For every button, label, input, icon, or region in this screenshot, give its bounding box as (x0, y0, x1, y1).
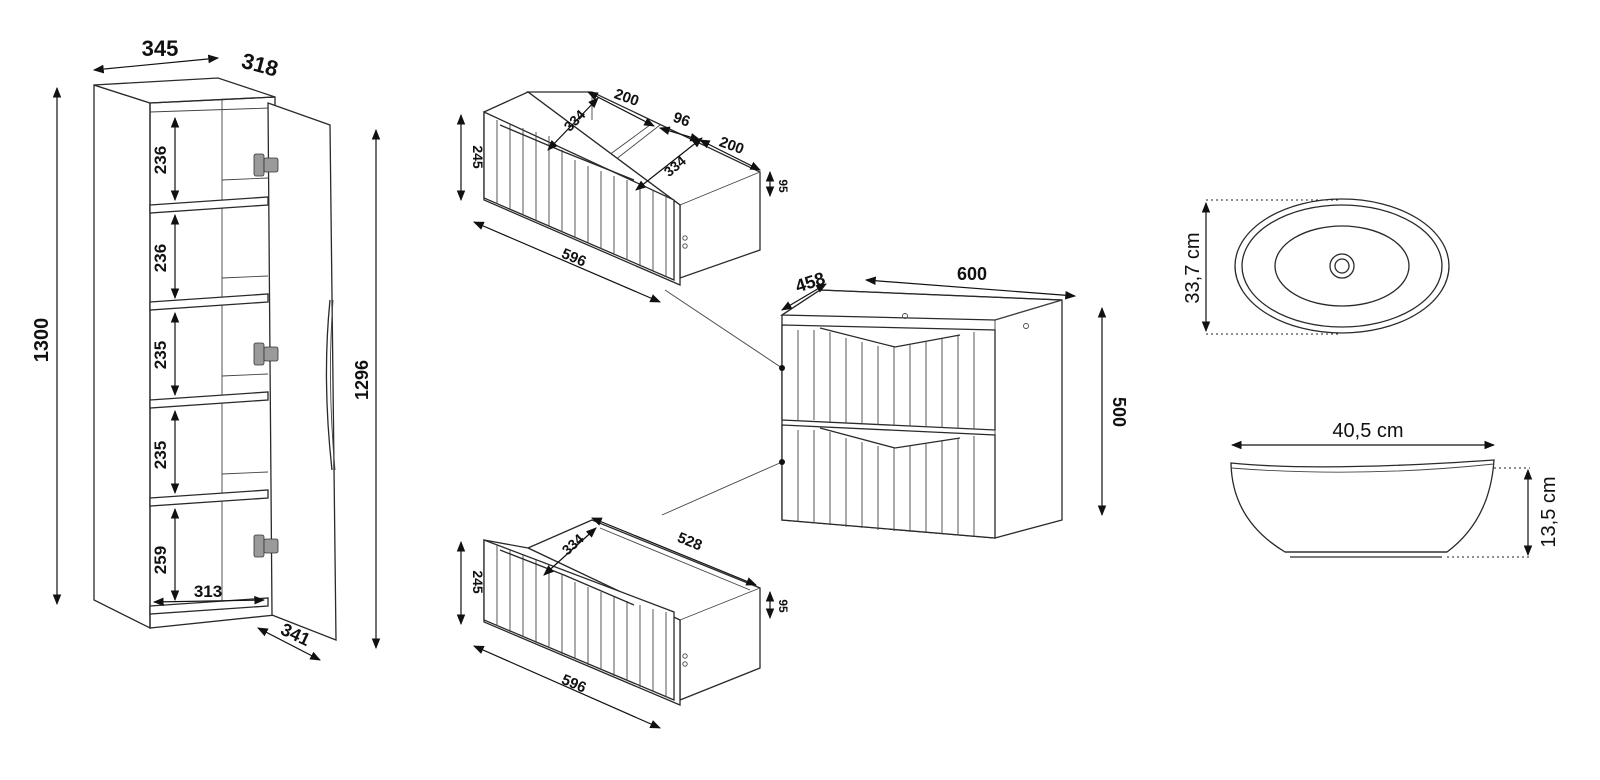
top-drawer-divider-width: 96 (671, 109, 692, 131)
basin-width-label: 40,5 cm (1332, 420, 1403, 442)
drawer-handle-edge (499, 124, 635, 181)
column-door (267, 102, 337, 641)
bottom-drawer-box-height: 95 (776, 599, 790, 613)
hinge-icon (253, 534, 279, 558)
door-handle-groove (325, 299, 333, 471)
shelf-1 (149, 196, 269, 214)
drain-icon (1329, 253, 1355, 279)
leader-line-top-drawer (664, 289, 783, 369)
shelf-4 (149, 489, 269, 507)
basin-body (1230, 459, 1495, 553)
basin-depth-label: 33,7 cm (1182, 232, 1204, 303)
basin-side-view: 40,5 cm 13,5 cm (1230, 420, 1560, 558)
column-cabinet: 1300 345 318 1296 236 236 235 235 259 31… (31, 36, 381, 661)
top-drawer-front-height: 245 (470, 145, 486, 169)
hinge-icon (253, 342, 279, 366)
column-door-height: 1296 (352, 360, 372, 400)
column-top-width: 345 (142, 36, 179, 61)
basin-outer-rim (1234, 198, 1450, 334)
shelf-height-1: 236 (151, 146, 170, 174)
vanity-handle-top (819, 327, 961, 348)
column-total-height: 1300 (31, 318, 53, 363)
vanity-cabinet: 458 600 500 (661, 264, 1129, 539)
vanity-height: 500 (1109, 397, 1129, 427)
top-drawer-front-width: 596 (559, 245, 589, 270)
shelf-height-4: 235 (151, 441, 170, 469)
top-drawer-compartment-depth-right: 334 (661, 152, 689, 179)
column-side-panel (93, 84, 151, 630)
bottom-drawer-front-height: 245 (470, 570, 486, 594)
basin-top-view: 33,7 cm (1182, 198, 1450, 335)
hinge-icon (253, 153, 279, 177)
shelf-3 (149, 391, 269, 409)
column-depth: 318 (239, 48, 281, 82)
bottom-drawer-depth: 334 (559, 530, 587, 558)
vanity-width: 600 (957, 264, 987, 284)
column-inner-width: 313 (194, 582, 222, 601)
vanity-grooves (797, 330, 975, 536)
bottom-drawer-width: 528 (675, 529, 705, 554)
shelf-height-5: 259 (151, 546, 170, 574)
shelf-height-2: 236 (151, 244, 170, 272)
basin-bowl (1274, 225, 1410, 307)
shelf-height-3: 235 (151, 341, 170, 369)
vanity-handle-bottom (819, 427, 961, 449)
top-drawer-box-height: 95 (776, 179, 790, 193)
shelf-2 (149, 293, 269, 311)
top-drawer-compartment-width-right: 200 (717, 134, 746, 159)
basin-height-label: 13,5 cm (1538, 476, 1560, 547)
leader-line-bottom-drawer (661, 461, 783, 516)
top-drawer: 245 596 200 96 200 334 334 95 (456, 86, 790, 303)
bottom-drawer-front-width: 596 (559, 671, 589, 696)
bottom-drawer: 245 596 334 528 95 (456, 517, 790, 729)
